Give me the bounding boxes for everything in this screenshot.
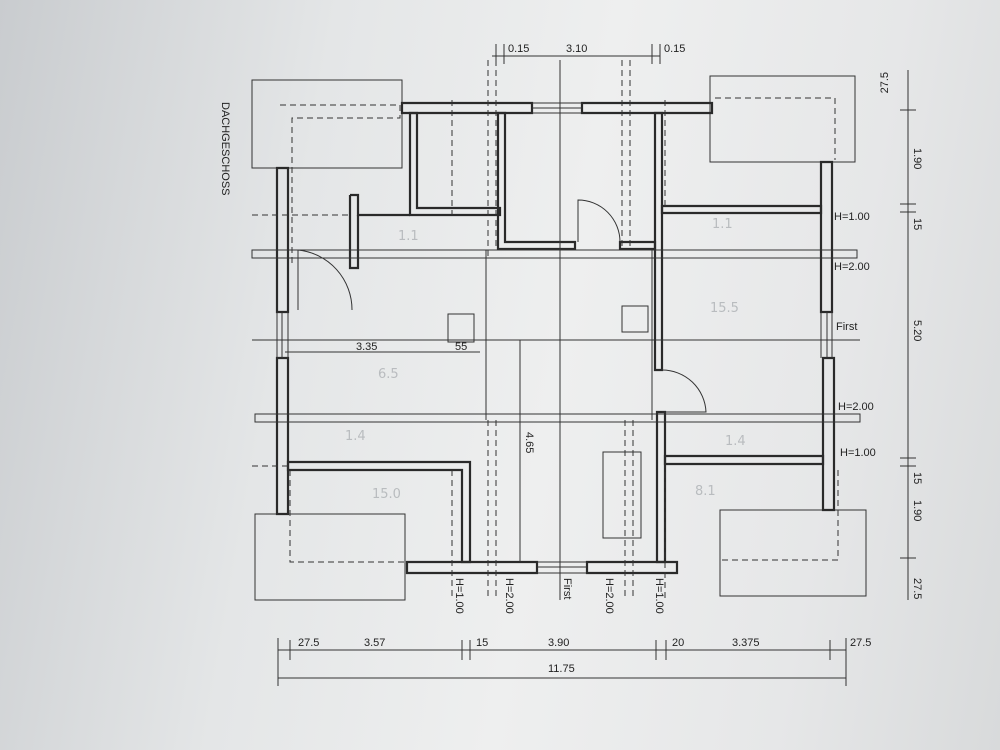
wall-top-left (400, 101, 534, 115)
corner-box-bottom-left (254, 513, 406, 601)
section-band-lower (254, 413, 861, 423)
dim-top-right: 0.15 (664, 43, 685, 55)
wall-interior-bottom-right (663, 454, 825, 466)
wall-left-upper (275, 166, 290, 314)
dim-top-center: 3.10 (566, 43, 587, 55)
dim-bottom-2: 3.57 (364, 637, 385, 649)
dim-bottom-total: 11.75 (548, 663, 575, 675)
dim-interior-height: 4.65 (523, 432, 535, 453)
pencil-mark: 8.1 (695, 484, 716, 499)
corner-box-bottom-right (719, 509, 867, 597)
dim-bottom-3: 15 (476, 637, 488, 649)
dim-bottom-5: 20 (672, 637, 684, 649)
label-h100-right-top: H=1.00 (834, 211, 870, 223)
roof-line-bottom-left (289, 470, 406, 563)
roof-line-top-right (715, 97, 836, 160)
label-h200-bottom-left: H=2.00 (503, 578, 515, 614)
label-first-bottom: First (561, 578, 573, 599)
dim-bottom-7: 27.5 (850, 637, 871, 649)
pencil-mark: 15.0 (372, 487, 401, 502)
label-h100-bottom-left: H=1.00 (453, 578, 465, 614)
pencil-mark: 1.1 (398, 229, 419, 244)
dim-ticks-bottom (277, 638, 847, 686)
wall-bottom-left (405, 560, 539, 575)
label-h200-right-bottom: H=2.00 (838, 401, 874, 413)
wall-left-lower (275, 356, 290, 516)
door-swing-stair (577, 199, 621, 243)
door-swing-right (661, 369, 707, 413)
wall-interior-right-lower (655, 410, 667, 564)
wall-interior-right-vertical (653, 111, 664, 372)
corner-box-top-right (709, 75, 856, 163)
dim-right-6: 1.90 (911, 500, 923, 521)
dim-interior-small: 55 (455, 341, 467, 353)
dim-bottom-4: 3.90 (548, 637, 569, 649)
window-top (532, 102, 582, 114)
dim-right-2: 1.90 (911, 148, 923, 169)
label-first-right: First (836, 321, 857, 333)
pencil-mark: 1.1 (712, 217, 733, 232)
wall-interior-left-stub (350, 193, 410, 217)
label-h100-right-bottom: H=1.00 (840, 447, 876, 459)
roof-line-bottom-right (722, 470, 839, 561)
wall-interior-right-top (660, 204, 823, 215)
pencil-mark: 1.4 (725, 434, 746, 449)
pencil-mark: 15.5 (710, 301, 739, 316)
wall-stair-left (496, 111, 577, 251)
dim-top-left: 0.15 (508, 43, 529, 55)
window-left (276, 312, 289, 358)
dim-right-7: 27.5 (911, 578, 923, 599)
dim-bottom-6: 3.375 (732, 637, 760, 649)
dim-right-3: 15 (911, 218, 923, 230)
drawing-title: DACHGESCHOSS (219, 102, 231, 196)
wall-bottom-right (585, 560, 679, 575)
label-h100-bottom-right: H=1.00 (653, 578, 665, 614)
fixture-bottom-center (602, 451, 642, 539)
wall-stair-right (618, 240, 657, 251)
roof-line-top-left (280, 104, 401, 266)
chimney-right (621, 305, 649, 333)
label-h200-bottom-right: H=2.00 (603, 578, 615, 614)
dim-ticks-right (900, 109, 916, 559)
wall-interior-bottom-left (286, 460, 472, 564)
wall-right-upper (819, 160, 834, 314)
wall-door-frame-left (348, 195, 360, 270)
pencil-mark: 1.4 (345, 429, 366, 444)
wall-right-lower (821, 356, 836, 512)
dim-right-5: 15 (911, 472, 923, 484)
dim-right-1: 27.5 (879, 72, 891, 93)
wall-interior-top-left (408, 111, 502, 217)
door-swing-left (297, 249, 353, 311)
section-band-upper (251, 249, 858, 259)
window-right (820, 312, 833, 358)
window-bottom (537, 561, 587, 574)
label-h200-right-top: H=2.00 (834, 261, 870, 273)
dim-right-4: 5.20 (911, 320, 923, 341)
wall-top-right (580, 101, 714, 115)
corner-box-top-left (251, 79, 403, 169)
dim-interior-width: 3.35 (356, 341, 377, 353)
chimney-left (447, 313, 475, 343)
pencil-mark: 6.5 (378, 367, 399, 382)
dim-bottom-1: 27.5 (298, 637, 319, 649)
